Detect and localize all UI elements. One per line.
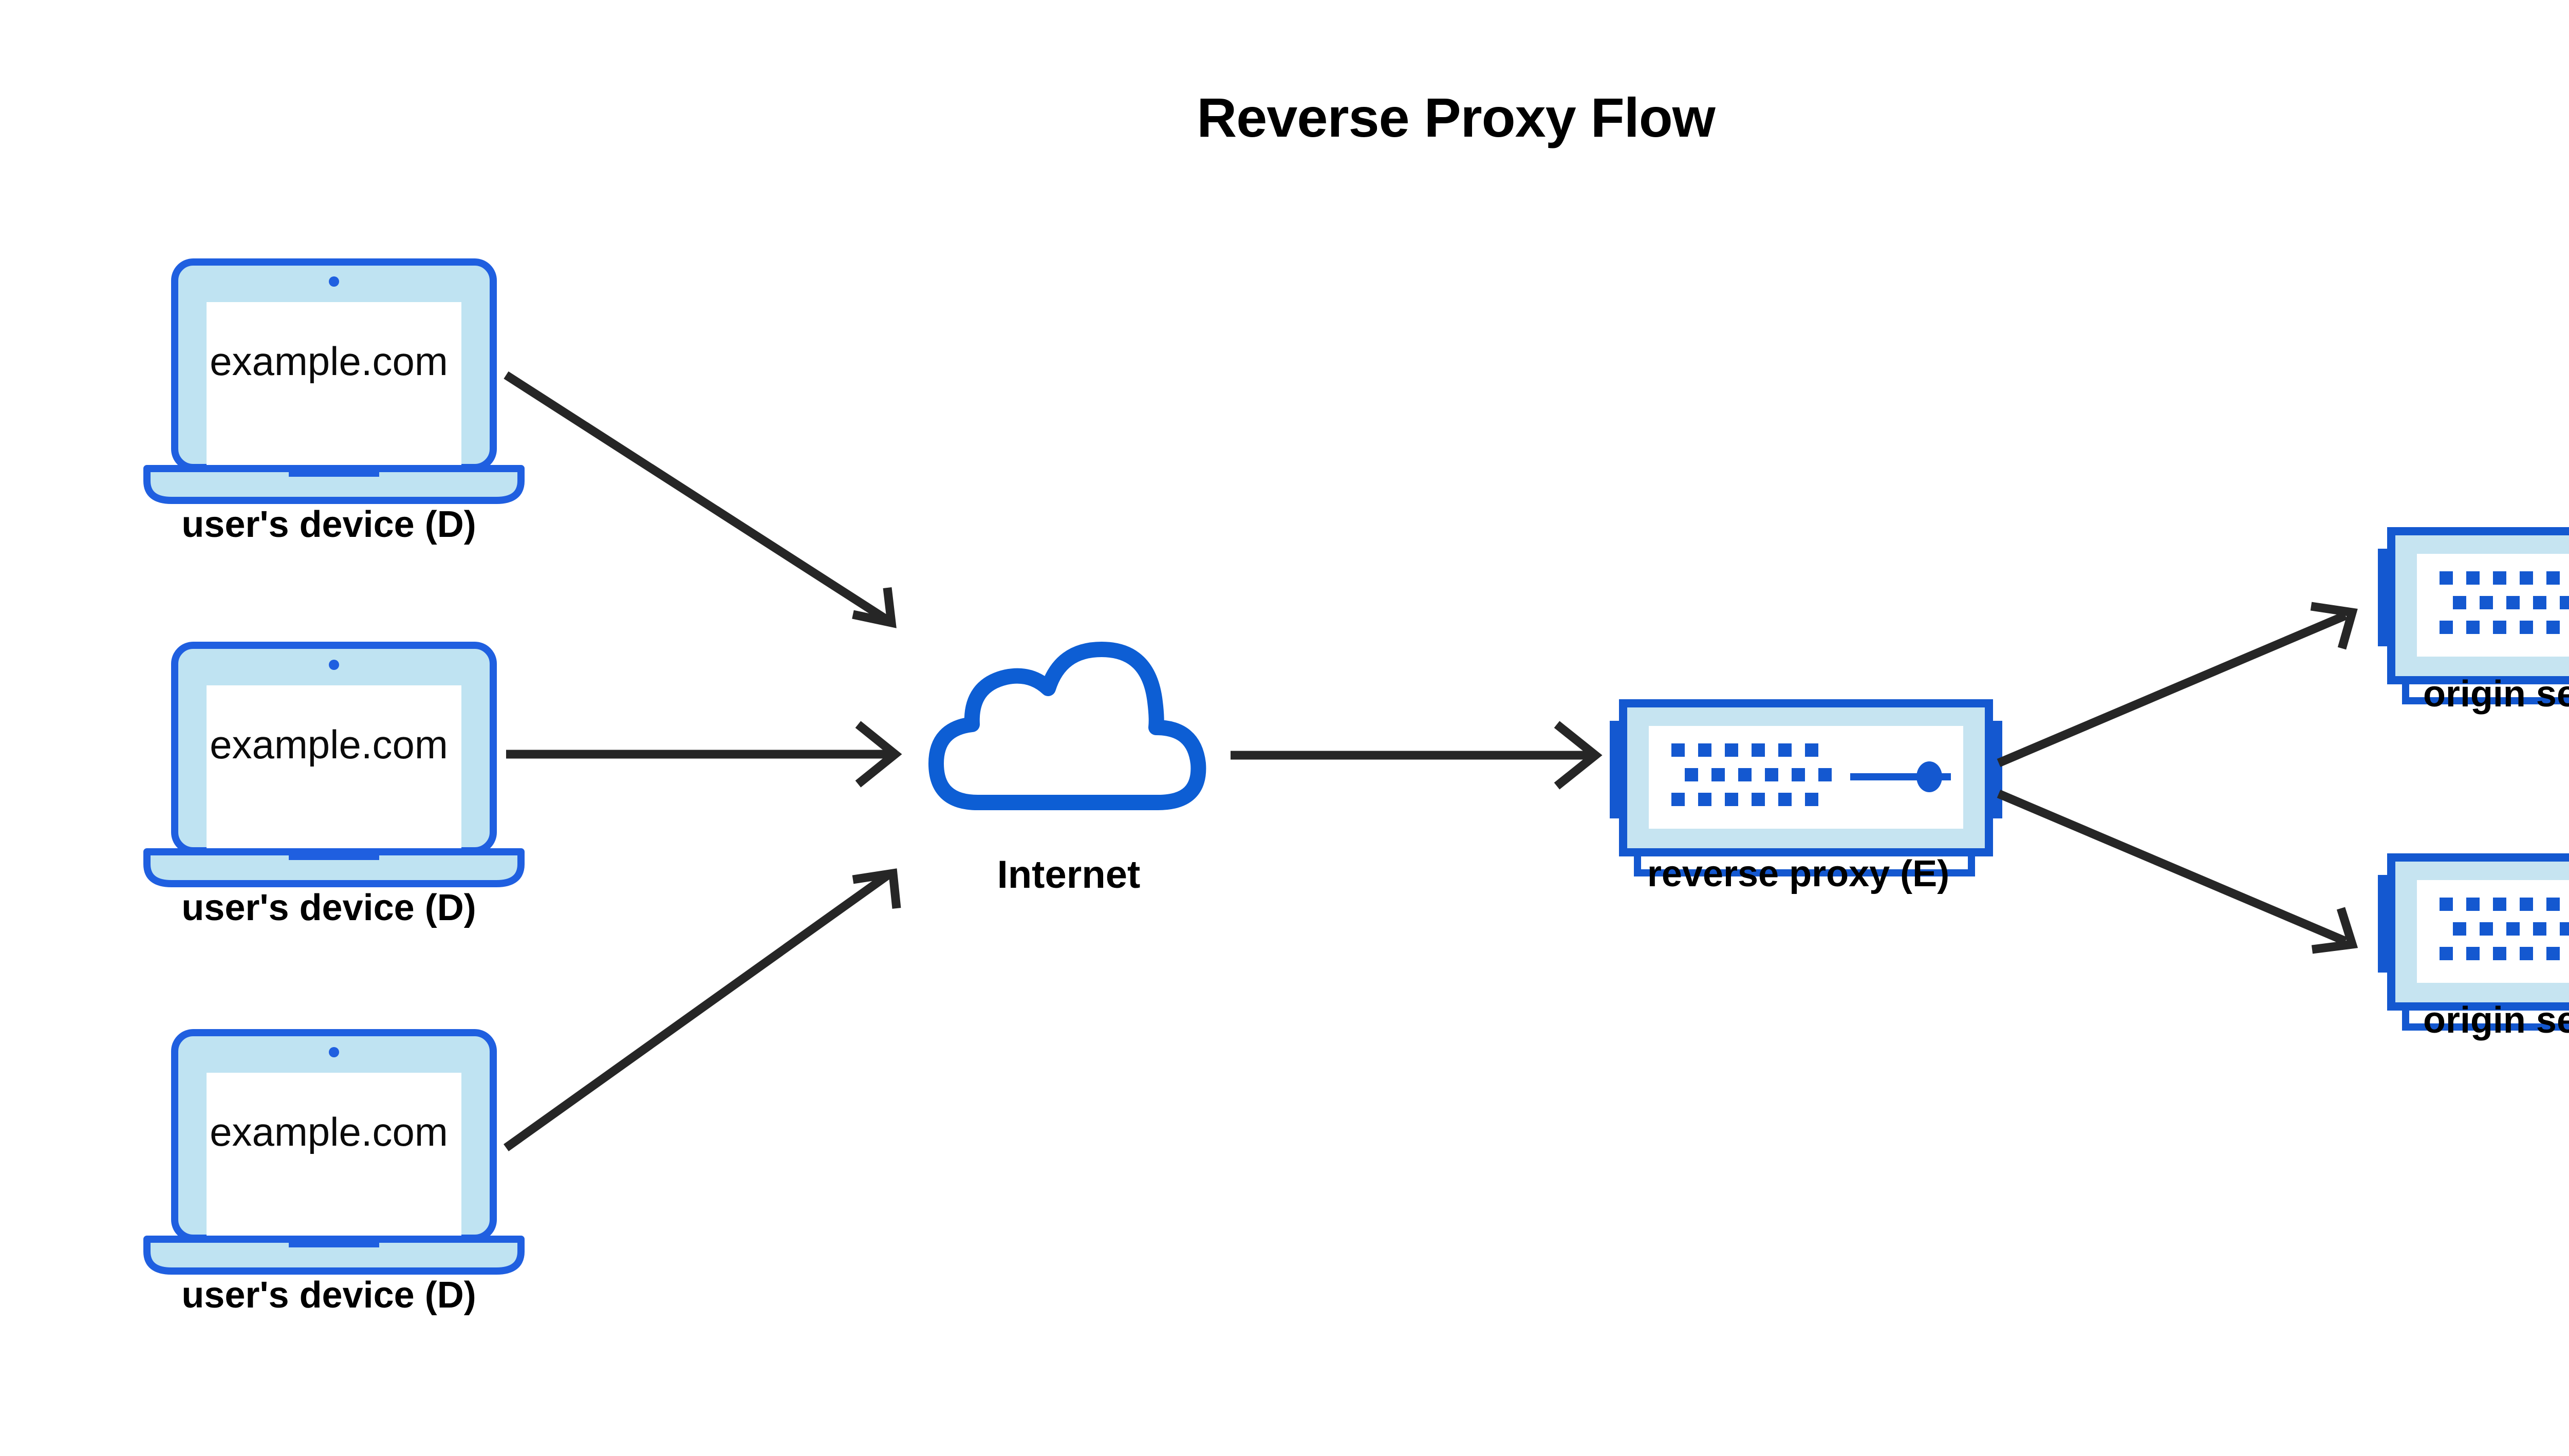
arrow-device-bottom-to-internet [504,868,901,1151]
server-icon-reverse-proxy [1610,703,2002,873]
device-label-top: user's device (D) [181,504,476,545]
arrow-reverse-proxy-to-origin-bottom [1997,790,2358,954]
device-label-middle: user's device (D) [181,887,476,928]
cloud-icon [936,649,1198,802]
laptop-screen-text-middle: example.com [210,722,448,767]
page-title: Reverse Proxy Flow [1197,86,1715,148]
origin-server-label-bottom: origin server (F) [2423,1000,2569,1041]
origin-server-label-top: origin server (F) [2423,674,2569,715]
device-label-bottom: user's device (D) [181,1275,476,1316]
arrow-internet-to-reverse-proxy [1231,721,1603,790]
arrow-device-top-to-internet [504,371,897,628]
arrow-reverse-proxy-to-origin-top [1997,602,2358,767]
internet-label: Internet [997,853,1141,897]
reverse-proxy-label: reverse proxy (E) [1647,853,1950,894]
laptop-screen-text-top: example.com [210,339,448,384]
arrow-device-middle-to-internet [506,721,902,788]
laptop-screen-text-bottom: example.com [210,1109,448,1154]
